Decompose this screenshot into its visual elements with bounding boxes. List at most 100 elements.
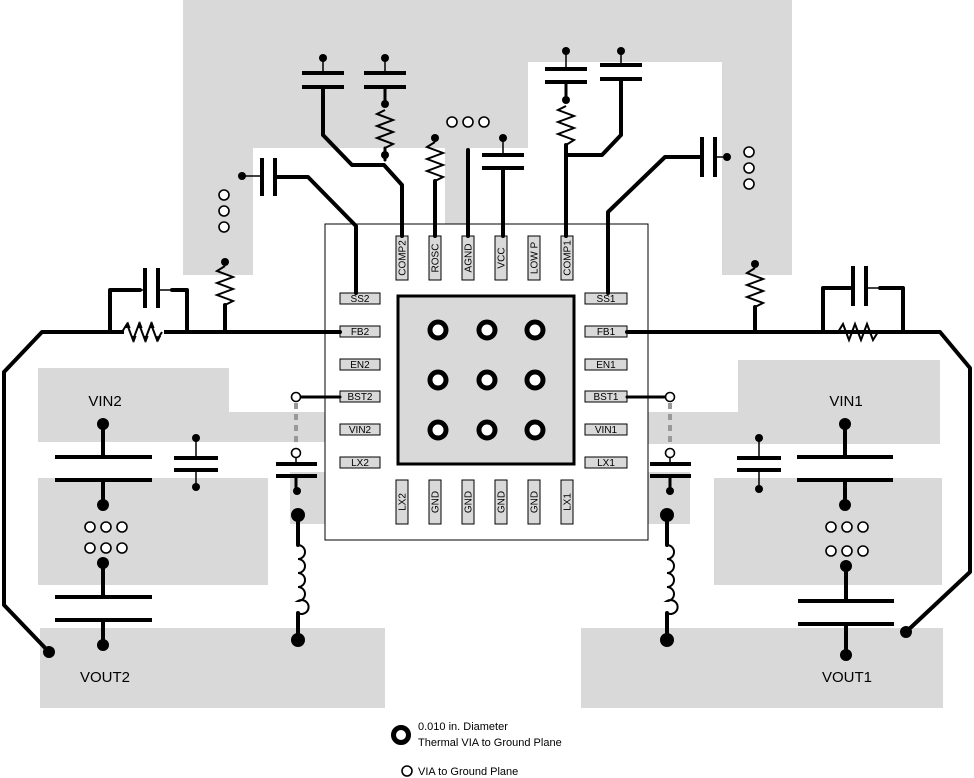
res-node (381, 100, 389, 108)
thermal-via (427, 419, 449, 441)
via (478, 116, 490, 128)
via (84, 542, 96, 554)
via (825, 545, 837, 557)
pin-label-en1: EN1 (596, 360, 616, 371)
via (825, 521, 837, 533)
legend-thermal-via-line2: Thermal VIA to Ground Plane (418, 737, 562, 749)
comp1-cap-trace (564, 78, 623, 157)
thermal-via (427, 369, 449, 391)
via (446, 116, 458, 128)
pin-label-fb2: FB2 (351, 327, 370, 338)
net-label-vin1: VIN1 (829, 393, 862, 410)
bst1-node (664, 447, 676, 459)
cap-node (839, 499, 851, 511)
left-feedback-network (2, 258, 342, 654)
legend-thermal-via-line1: 0.010 in. Diameter (418, 721, 508, 733)
pin-label-fb1: FB1 (597, 327, 616, 338)
pin-ss2 (339, 292, 381, 305)
cap-node (293, 487, 301, 495)
via (100, 521, 112, 533)
via (218, 221, 230, 233)
thermal-via (427, 319, 449, 341)
resistor (121, 321, 163, 343)
pin-label-lx1-bottom: LX1 (563, 493, 574, 511)
pin-label-lx1-right: LX1 (597, 458, 615, 469)
via (743, 178, 755, 190)
feedback-node (43, 646, 55, 658)
fb1-cap-trace (821, 286, 905, 334)
vin1-plane (620, 360, 940, 444)
right-feedback-network (625, 260, 972, 634)
top-components (218, 47, 755, 295)
thermal-via (476, 319, 498, 341)
pin-low-p (527, 235, 541, 281)
pin-vin2 (339, 423, 381, 436)
legend: 0.010 in. Diameter Thermal VIA to Ground… (391, 721, 562, 778)
top-pins: COMP2 ROSC AGND VCC LOW P COMP1 (395, 235, 574, 281)
pin-gnd (428, 479, 442, 525)
comp2-cap-trace (321, 86, 404, 238)
cap-node (755, 485, 763, 493)
pin-label-gnd: GND (464, 491, 475, 513)
via (218, 189, 230, 201)
pin-label-gnd: GND (497, 491, 508, 513)
pin-label-gnd: GND (431, 491, 442, 513)
pin-en2 (339, 358, 381, 371)
via (100, 542, 112, 554)
pin-label-low-p: LOW P (530, 242, 541, 275)
bottom-pins: LX2 GND GND GND GND LX1 (395, 479, 574, 525)
via (116, 521, 128, 533)
thermal-via (524, 419, 546, 441)
left-pins: SS2 FB2 EN2 BST2 VIN2 LX2 (339, 292, 381, 469)
resistor (424, 141, 446, 182)
via (841, 545, 853, 557)
net-label-vout2: VOUT2 (80, 669, 130, 686)
cap-node (97, 639, 109, 651)
pin-label-comp1: COMP1 (563, 240, 574, 276)
res-node (221, 258, 229, 266)
ss2-trace (274, 175, 358, 295)
resistor-gap (124, 328, 164, 336)
resistor (555, 105, 577, 146)
pin-label-comp2: COMP2 (398, 240, 409, 276)
resistor (214, 265, 236, 306)
cap-node (192, 483, 200, 491)
resistor (374, 109, 396, 149)
pin-vin1 (584, 423, 628, 436)
via (743, 146, 755, 158)
left-power-stage (43, 391, 342, 658)
res-node (431, 134, 439, 142)
cap-node (97, 499, 109, 511)
feedback-node (900, 626, 912, 638)
net-label-vout1: VOUT1 (822, 669, 872, 686)
pin-lx2-left (339, 456, 381, 469)
via (841, 521, 853, 533)
pin-en1 (584, 358, 628, 371)
thermal-via (524, 369, 546, 391)
pin-label-lx2-left: LX2 (351, 458, 369, 469)
pin-label-ss2: SS2 (351, 294, 370, 305)
pin-label-bst2: BST2 (347, 392, 372, 403)
pin-label-vcc: VCC (497, 247, 508, 268)
via (857, 545, 869, 557)
vin2-plane (38, 368, 355, 442)
pin-lx2-bottom (395, 479, 409, 525)
legend-thermal-via-icon (391, 725, 411, 745)
via (462, 116, 474, 128)
via (218, 205, 230, 217)
top-ground-plane (183, 0, 792, 275)
legend-via-text: VIA to Ground Plane (418, 766, 518, 778)
fb2-cap-trace (108, 288, 189, 334)
pin-gnd (461, 479, 475, 525)
inductor (663, 544, 679, 615)
pin-label-bst1: BST1 (593, 392, 618, 403)
vout2-plane (40, 628, 385, 708)
via (116, 542, 128, 554)
vout1-feedback-trace (625, 330, 972, 634)
thermal-via (476, 369, 498, 391)
net-label-vin2: VIN2 (88, 393, 121, 410)
pin-label-vin1: VIN1 (595, 425, 618, 436)
pin-label-en2: EN2 (350, 360, 370, 371)
cap-node (666, 487, 674, 495)
